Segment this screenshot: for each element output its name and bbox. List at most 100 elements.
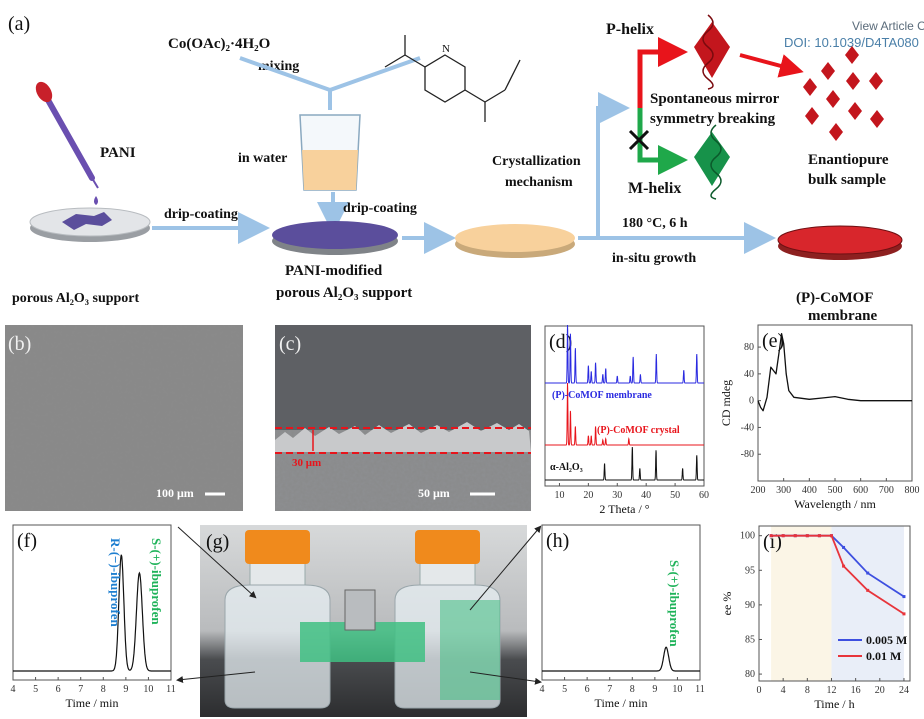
y-tick-label: 0 xyxy=(749,396,754,407)
m-branch-arrow xyxy=(637,108,688,175)
x-tick-label: 8 xyxy=(630,684,635,695)
x-tick-label: 6 xyxy=(56,684,61,695)
panel-label: (e) xyxy=(762,330,784,352)
xrd-series-line xyxy=(545,324,704,384)
ligand-molecule-icon xyxy=(384,35,521,122)
smsb-label-1: Spontaneous mirror xyxy=(650,91,780,107)
y-tick-label: 95 xyxy=(745,565,755,576)
panel-a: (a) PANI drip-coating porous Al₂O₃ suppo… xyxy=(8,13,903,324)
smsb-label-2: symmetry breaking xyxy=(650,111,776,127)
panel-label: (f) xyxy=(17,530,37,552)
legend-label: 0.005 M xyxy=(866,633,907,647)
y-tick-label: 80 xyxy=(744,342,754,353)
data-point xyxy=(902,612,906,616)
panel-label-a: (a) xyxy=(8,13,30,35)
y-tick-label: -40 xyxy=(741,422,754,433)
x-tick-label: 10 xyxy=(554,490,564,501)
plot-frame xyxy=(758,525,911,682)
in-water-label: in water xyxy=(238,151,287,166)
pani-modified-label-1: PANI-modified xyxy=(285,263,383,279)
doi-link[interactable]: DOI: 10.1039/D4TA080 xyxy=(784,35,919,50)
x-tick-label: 20 xyxy=(875,685,885,696)
pani-modified-label-2: porous Al₂O₃ support xyxy=(276,285,412,301)
data-point xyxy=(769,534,773,538)
x-tick-label: 16 xyxy=(851,685,861,696)
connector-arrow xyxy=(176,671,256,683)
support-label: porous Al₂O₃ support xyxy=(12,291,140,306)
x-tick-label: 50 xyxy=(670,490,680,501)
pani-label: PANI xyxy=(100,145,136,161)
legend-label: 0.01 M xyxy=(866,649,901,663)
panel-label-c: (c) xyxy=(279,333,301,355)
m-helix-crystal-icon xyxy=(694,124,730,200)
x-tick-label: 5 xyxy=(562,684,567,695)
x-tick-label: 8 xyxy=(101,684,106,695)
pani-blob xyxy=(62,212,112,230)
x-tick-label: 200 xyxy=(751,485,766,496)
arrow xyxy=(739,53,804,78)
data-point xyxy=(829,534,833,538)
membrane-label-2: membrane xyxy=(808,308,877,324)
connector-arrow xyxy=(469,525,542,611)
panel-label-b: (b) xyxy=(8,333,31,355)
x-tick-label: 600 xyxy=(853,485,868,496)
x-axis-label: 2 Theta / ° xyxy=(599,502,649,516)
left-bottle xyxy=(224,530,331,709)
panel-c-sem-image: 30 μm (c) 50 μm xyxy=(275,325,531,511)
x-tick-label: 10 xyxy=(672,684,682,695)
panel-b-sem-image: (b) 100 μm xyxy=(5,325,243,511)
data-point xyxy=(866,588,870,592)
p-helix-crystal-icon xyxy=(694,14,730,90)
x-axis-label: Time / min xyxy=(595,696,648,710)
y-tick-label: 85 xyxy=(745,634,755,645)
plot-frame xyxy=(544,325,705,487)
enantiopure-label-1: Enantiopure xyxy=(808,152,889,168)
x-tick-label: 400 xyxy=(802,485,817,496)
plot-frame xyxy=(541,524,701,681)
x-tick-label: 8 xyxy=(805,685,810,696)
m-helix-label: M-helix xyxy=(628,180,681,197)
in-situ-growth-label: in-situ growth xyxy=(612,251,696,266)
scale-bar-label: 100 μm xyxy=(156,486,194,500)
plot-frame xyxy=(12,524,172,681)
molecule-n: N xyxy=(442,43,450,55)
x-tick-label: 9 xyxy=(123,684,128,695)
drip-coating-label-1: drip-coating xyxy=(164,207,238,222)
x-tick-label: 7 xyxy=(607,684,612,695)
beaker-icon xyxy=(299,114,361,191)
view-article-link[interactable]: View Article O xyxy=(852,19,924,33)
x-tick-label: 4 xyxy=(11,684,16,695)
y-axis-label: CD mdeg xyxy=(719,380,733,426)
peak-annotation: S-(+)-ibuprofen xyxy=(667,560,682,647)
x-tick-label: 500 xyxy=(828,485,843,496)
data-point xyxy=(781,534,785,538)
y-axis-label: ee % xyxy=(720,592,734,616)
x-axis-label: Time / h xyxy=(814,697,854,711)
crystallization-label-1: Crystallization xyxy=(492,154,581,169)
panel-label: (h) xyxy=(546,530,569,552)
x-tick-label: 60 xyxy=(699,490,709,501)
y-tick-label: 80 xyxy=(745,669,755,680)
series-label: α-Al₂O₃ xyxy=(550,462,583,473)
crystal-layer xyxy=(275,422,531,452)
enantiopure-crystals-icon xyxy=(803,46,884,141)
series-label: (P)-CoMOF crystal xyxy=(597,425,680,436)
data-point xyxy=(902,595,906,599)
panel-label: (d) xyxy=(549,331,572,353)
peak-annotation: S-(+)-ibuprofen xyxy=(149,538,164,625)
x-tick-label: 800 xyxy=(905,485,920,496)
data-point xyxy=(805,534,809,538)
mixing-funnel xyxy=(239,56,421,110)
clamp xyxy=(344,589,376,631)
membrane-label-1: (P)-CoMOF xyxy=(796,290,873,306)
x-tick-label: 4 xyxy=(781,685,786,696)
conditions-label: 180 °C, 6 h xyxy=(622,216,688,231)
time-band xyxy=(771,526,832,681)
chromatogram-trace xyxy=(13,554,171,672)
x-tick-label: 7 xyxy=(78,684,83,695)
chromatogram-trace xyxy=(542,646,700,672)
